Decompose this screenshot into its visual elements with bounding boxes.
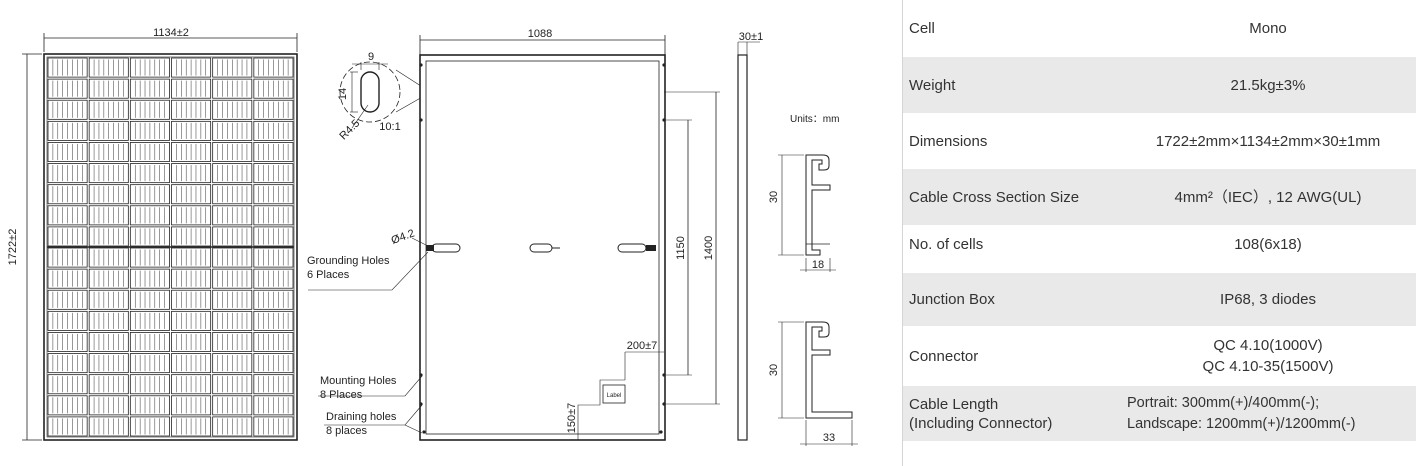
spec-label: Dimensions (909, 132, 988, 150)
spec-value-line: IP68, 3 diodes (1220, 291, 1316, 308)
slot-radius-dimension: R4.5 (337, 117, 362, 142)
spec-value-line: Landscape: 1200mm(+)/1200mm(-) (1127, 415, 1356, 432)
mounting-holes-label: Mounting Holes (320, 375, 397, 387)
slot-height-dimension: 14 (337, 88, 349, 100)
draining-holes-label: Draining holes (326, 411, 397, 423)
spec-value-line: 1722±2mm×1134±2mm×30±1mm (1155, 132, 1381, 150)
back-width-dimension: 1088 (528, 28, 552, 40)
spec-row: Cell Mono (903, 0, 1416, 57)
detail-scale: 10:1 (379, 121, 400, 133)
spec-label: Junction Box (909, 291, 995, 308)
frame-bottom-width: 33 (823, 432, 835, 444)
spec-row: No. of cells 108(6x18) (903, 215, 1416, 273)
back-view: 1088 Ø4.2 1150 1400 (307, 28, 720, 441)
spec-row: Cable Length (Including Connector) Portra… (903, 386, 1416, 441)
front-width-dimension: 1134±2 (153, 27, 189, 39)
spec-row: Connector QC 4.10(1000V) QC 4.10-35(1500V) (903, 326, 1416, 386)
hole-diameter: Ø4.2 (390, 227, 417, 246)
spec-value-line: 4mm²（IEC）, 12 AWG(UL) (1174, 188, 1362, 206)
spec-value: 21.5kg±3% (1119, 75, 1416, 96)
dim-150: 150±7 (566, 403, 578, 434)
spec-row: Junction Box IP68, 3 diodes (903, 273, 1416, 326)
panel-technical-drawing: 1134±2 1722±2 9 14 R4.5 10:1 (7, 27, 858, 446)
spec-row: Weight 21.5kg±3% (903, 57, 1416, 113)
solar-cell-grid (47, 57, 294, 437)
frame-profile-top: 30 18 (768, 154, 836, 272)
dim-200: 200±7 (627, 340, 658, 352)
slot-width-dimension: 9 (368, 51, 374, 63)
mounting-places-label: 8 Places (320, 389, 363, 401)
mounting-spacing-1400: 1400 (703, 236, 715, 260)
spec-label: No. of cells (909, 235, 984, 253)
spec-value-line: Portrait: 300mm(+)/400mm(-); (1127, 394, 1320, 411)
spec-value-line: Mono (1249, 20, 1287, 37)
spec-label: Cable Length (Including Connector) (909, 395, 1053, 432)
spec-value-line: QC 4.10(1000V) (1213, 337, 1323, 354)
spec-value: 4mm²（IEC）, 12 AWG(UL) (1119, 187, 1416, 208)
spec-value: Portrait: 300mm(+)/400mm(-); Landscape: 1… (1119, 393, 1416, 435)
junction-boxes (426, 243, 656, 253)
mounting-spacing-1150: 1150 (675, 236, 687, 260)
frame-bottom-height: 30 (768, 364, 780, 376)
spec-value: IP68, 3 diodes (1119, 289, 1416, 310)
spec-value-line: QC 4.10-35(1500V) (1202, 358, 1334, 375)
spec-value-line: 108(6x18) (1234, 235, 1302, 253)
spec-value: Mono (1119, 18, 1416, 39)
spec-label: Cable Cross Section Size (909, 188, 1080, 206)
front-height-dimension: 1722±2 (7, 229, 19, 266)
label-box-text: Label (607, 393, 622, 399)
spec-label: Connector (909, 347, 979, 365)
side-view: 30±1 Units：mm (737, 31, 839, 441)
grounding-places-label: 6 Places (307, 269, 350, 281)
frame-profile-bottom: 30 33 (768, 321, 858, 446)
frame-top-width: 18 (812, 259, 824, 271)
spec-value: 1722±2mm×1134±2mm×30±1mm (1119, 131, 1416, 152)
grounding-holes-label: Grounding Holes (307, 255, 390, 267)
draining-places-label: 8 places (326, 425, 367, 437)
spec-label: Cell (909, 20, 935, 37)
spec-value-line: 21.5kg±3% (1230, 76, 1306, 94)
spec-value: QC 4.10(1000V) QC 4.10-35(1500V) (1119, 335, 1416, 377)
units-label: Units：mm (790, 114, 839, 125)
spec-row: Dimensions 1722±2mm×1134±2mm×30±1mm (903, 113, 1416, 169)
spec-value: 108(6x18) (1119, 234, 1416, 255)
thickness-dimension: 30±1 (739, 31, 763, 43)
frame-top-height: 30 (768, 191, 780, 203)
spec-row: Cable Cross Section Size 4mm²（IEC）, 12 AW… (903, 169, 1416, 225)
spec-label: Weight (909, 76, 956, 94)
slot-detail: 9 14 R4.5 10:1 (337, 51, 432, 142)
front-view: 1134±2 1722±2 (7, 27, 298, 441)
